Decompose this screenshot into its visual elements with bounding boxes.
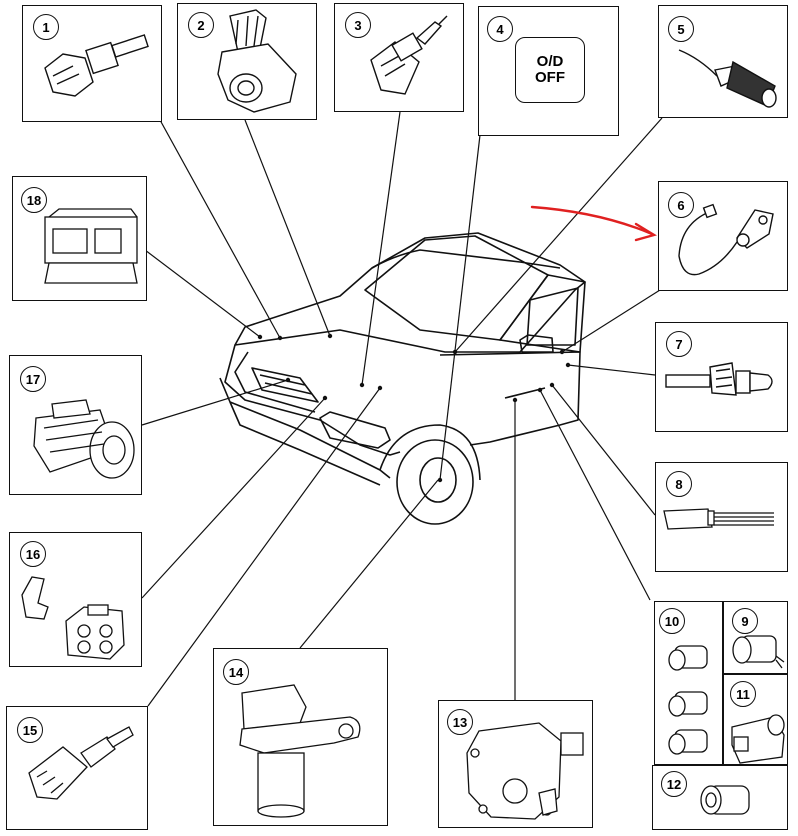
component-box-12: 12 xyxy=(652,765,788,830)
component-box-2: 2 xyxy=(177,3,317,120)
leader-lines xyxy=(141,111,663,707)
component-number-1: 1 xyxy=(33,14,59,40)
sensor-16-icon xyxy=(21,576,125,660)
od-off-switch: O/D OFF xyxy=(515,37,585,103)
sensor-7-icon xyxy=(665,362,773,396)
sensor-5-icon xyxy=(678,49,777,108)
sensor-6-icon xyxy=(678,203,774,276)
component-box-3: 3 xyxy=(334,3,464,112)
sensor-8-icon xyxy=(663,508,774,530)
component-number-17: 17 xyxy=(20,366,46,392)
component-number-10: 10 xyxy=(659,608,685,634)
component-box-13: 13 xyxy=(438,700,593,828)
component-number-18: 18 xyxy=(21,187,47,213)
component-number-15: 15 xyxy=(17,717,43,743)
component-box-11: 11 xyxy=(723,674,788,765)
switch-11-icon xyxy=(731,714,785,764)
component-number-5: 5 xyxy=(668,16,694,42)
od-off-line-1: O/D xyxy=(536,53,564,70)
component-number-14: 14 xyxy=(223,659,249,685)
sensor-1-icon xyxy=(44,34,149,97)
component-box-17: 17 xyxy=(9,355,142,495)
od-off-line-2: OFF xyxy=(535,69,565,86)
compressor-17-icon xyxy=(33,399,135,479)
switches-10-icon xyxy=(668,645,708,755)
component-box-14: 14 xyxy=(213,648,388,826)
module-18-icon xyxy=(44,208,138,284)
component-box-6: 6 xyxy=(658,181,788,291)
component-number-8: 8 xyxy=(666,471,692,497)
component-number-2: 2 xyxy=(188,12,214,38)
component-number-9: 9 xyxy=(732,608,758,634)
component-number-11: 11 xyxy=(730,681,756,707)
component-box-1: 1 xyxy=(22,5,162,122)
vehicle-drawing xyxy=(219,232,586,525)
component-box-18: 18 xyxy=(12,176,147,301)
component-box-5: 5 xyxy=(658,5,788,118)
sensor-14-icon xyxy=(239,684,361,818)
component-box-4: 4 O/D OFF xyxy=(478,6,619,136)
component-box-15: 15 xyxy=(6,706,148,830)
sensor-15-icon xyxy=(28,726,134,800)
component-number-13: 13 xyxy=(447,709,473,735)
sensor-2-icon xyxy=(217,9,297,113)
annotation-arrow xyxy=(530,205,657,242)
component-number-7: 7 xyxy=(666,331,692,357)
component-box-10: 10 xyxy=(654,601,723,765)
component-number-12: 12 xyxy=(661,771,687,797)
attachment-dots xyxy=(257,333,571,483)
component-box-16: 16 xyxy=(9,532,142,667)
sensor-13-icon xyxy=(466,722,584,820)
component-number-4: 4 xyxy=(487,16,513,42)
component-box-8: 8 xyxy=(655,462,788,572)
component-number-6: 6 xyxy=(668,192,694,218)
switch-9-icon xyxy=(732,635,785,669)
component-number-3: 3 xyxy=(345,12,371,38)
component-box-9: 9 xyxy=(723,601,788,674)
sensor-3-icon xyxy=(370,15,448,95)
component-box-7: 7 xyxy=(655,322,788,432)
switch-12-icon xyxy=(700,785,750,815)
component-number-16: 16 xyxy=(20,541,46,567)
